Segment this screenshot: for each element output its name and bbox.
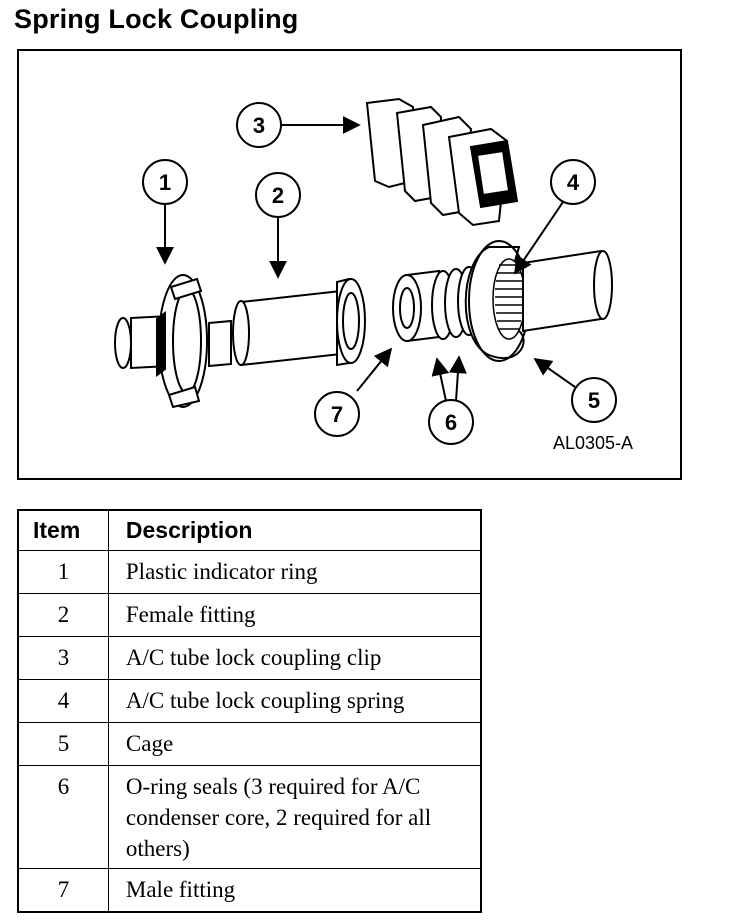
item-number: 5 (17, 722, 109, 766)
item-number: 3 (17, 636, 109, 680)
legend-table: Item Description 1 Plastic indicator rin… (17, 509, 482, 913)
svg-text:6: 6 (445, 410, 457, 435)
callout-1: 1 (142, 159, 188, 205)
callout-6: 6 (428, 399, 474, 445)
item-number: 2 (17, 593, 109, 637)
item-number: 4 (17, 679, 109, 723)
item-number: 1 (17, 550, 109, 594)
item-description: O-ring seals (3 required for A/C condens… (107, 765, 482, 869)
table-row: 1 Plastic indicator ring (17, 550, 482, 594)
table-row: 6 O-ring seals (3 required for A/C conde… (17, 765, 482, 869)
table-row: 3 A/C tube lock coupling clip (17, 636, 482, 680)
lock-coupling-spring (492, 258, 526, 340)
callout-2: 2 (255, 172, 301, 218)
callout-5: 5 (571, 377, 617, 423)
item-number: 7 (17, 868, 109, 913)
svg-text:2: 2 (272, 183, 284, 208)
item-description: Plastic indicator ring (107, 550, 482, 594)
description-column-header: Description (107, 509, 482, 551)
svg-text:7: 7 (331, 402, 343, 427)
callout-leaders (156, 116, 576, 402)
callout-3: 3 (236, 102, 282, 148)
spring-lock-coupling-diagram: 1 2 3 4 5 6 7 AL0305-A (114, 97, 633, 453)
item-number: 6 (17, 765, 109, 869)
item-column-header: Item (17, 509, 109, 551)
table-row: 2 Female fitting (17, 593, 482, 637)
item-description: Cage (107, 722, 482, 766)
item-description: A/C tube lock coupling clip (107, 636, 482, 680)
svg-text:1: 1 (159, 170, 171, 195)
right-tube (522, 249, 613, 333)
item-description: Female fitting (107, 593, 482, 637)
figure-frame: 1 2 3 4 5 6 7 AL0305-A (17, 49, 682, 480)
callout-7: 7 (314, 391, 360, 437)
item-description: A/C tube lock coupling spring (107, 679, 482, 723)
male-fitting (392, 269, 440, 343)
table-row: 7 Male fitting (17, 868, 482, 913)
lock-coupling-clip (365, 97, 519, 227)
table-header-row: Item Description (17, 509, 482, 551)
table-row: 5 Cage (17, 722, 482, 766)
female-fitting (208, 277, 366, 368)
svg-text:3: 3 (253, 113, 265, 138)
plastic-indicator-ring (156, 274, 208, 409)
item-description: Male fitting (107, 868, 482, 913)
page-title: Spring Lock Coupling (14, 4, 299, 34)
svg-text:5: 5 (588, 388, 600, 413)
table-row: 4 A/C tube lock coupling spring (17, 679, 482, 723)
figure-code: AL0305-A (553, 433, 633, 453)
svg-text:4: 4 (567, 170, 580, 195)
callout-4: 4 (550, 159, 596, 205)
